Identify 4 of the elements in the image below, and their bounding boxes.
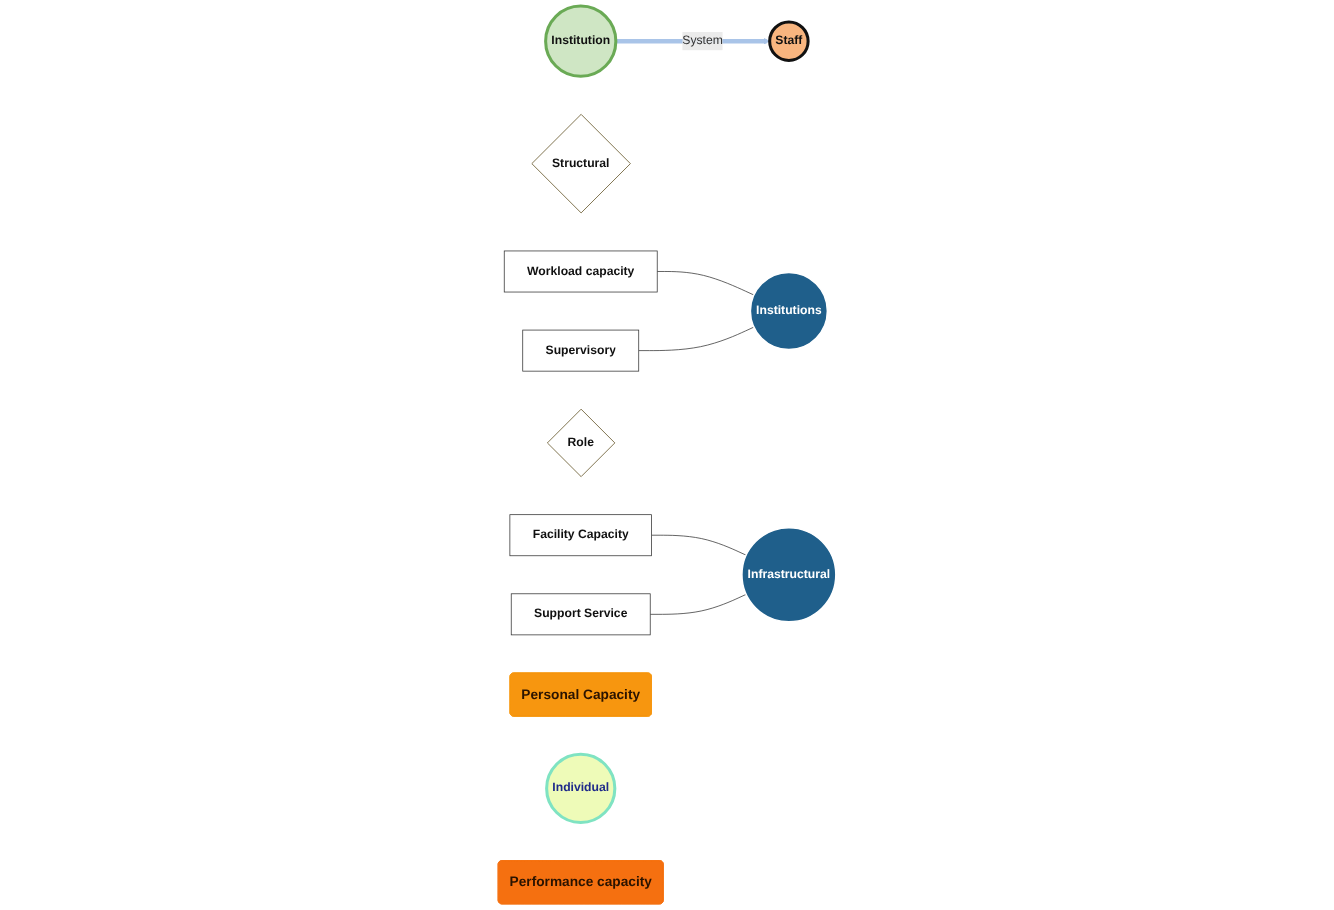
connector — [651, 534, 747, 556]
connector — [638, 326, 755, 351]
connector — [656, 271, 755, 296]
connector — [649, 593, 747, 615]
